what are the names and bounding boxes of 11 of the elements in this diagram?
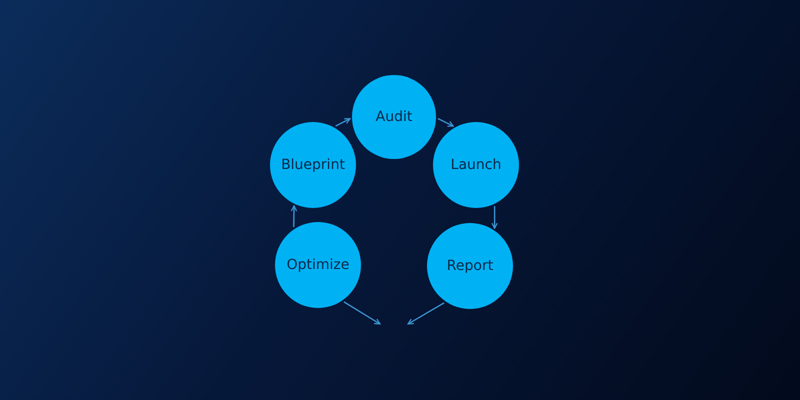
arrow — [407, 302, 445, 325]
node-label: Blueprint — [281, 157, 345, 173]
arrow — [335, 118, 351, 127]
arrow — [343, 301, 381, 325]
arrow — [438, 118, 454, 127]
arrow — [290, 205, 298, 228]
arrow — [491, 206, 498, 229]
node-label: Launch — [450, 157, 502, 173]
node-label: Report — [446, 258, 494, 274]
node-label: Optimize — [286, 257, 350, 273]
node-label: Audit — [376, 109, 412, 125]
